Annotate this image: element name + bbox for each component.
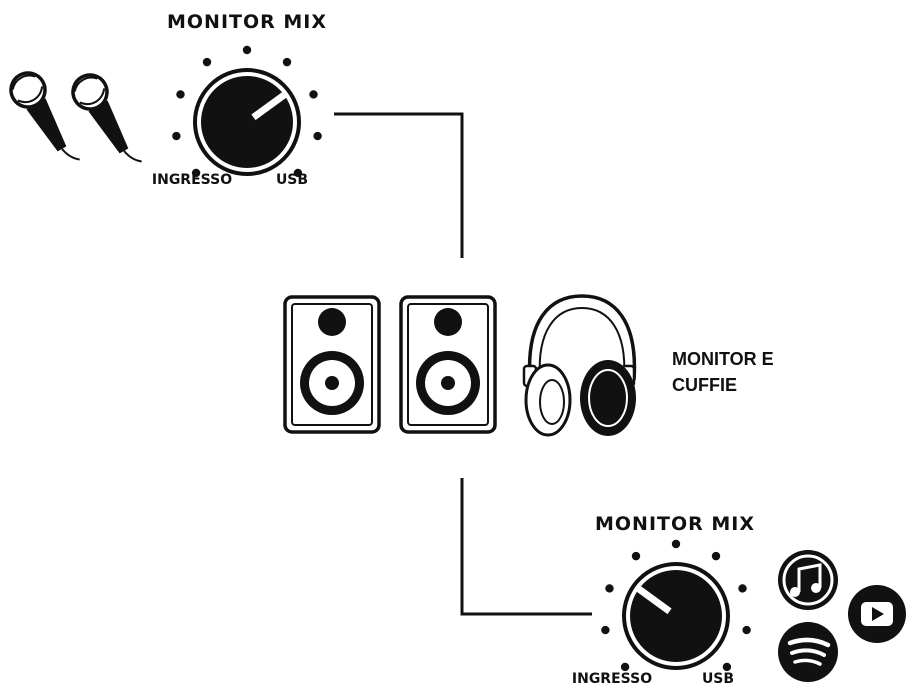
knob-body: [630, 570, 722, 662]
knob-scale-dot: [191, 168, 201, 178]
monitor-mix-knob-bottom[interactable]: [601, 539, 751, 672]
headphones-icon: [522, 294, 637, 437]
microphone-icon: [71, 73, 142, 163]
knob-scale-dot: [711, 551, 721, 561]
bottom-knob-ingresso-label: INGRESSO: [572, 671, 652, 685]
knob-scale-dot: [738, 584, 747, 593]
bottom-knob-title: MONITOR MIX: [595, 513, 755, 535]
monitor-mix-knob-top[interactable]: [172, 45, 322, 178]
knob-body: [201, 76, 293, 168]
knob-scale-dot: [601, 625, 610, 635]
top-knob-title: MONITOR MIX: [167, 11, 327, 33]
spotify-icon: [778, 622, 838, 682]
knob-scale-dot: [309, 90, 318, 99]
knob-scale-dot: [742, 625, 751, 635]
output-label-line1: MONITOR E: [672, 349, 774, 369]
knob-scale-dot: [631, 551, 641, 561]
connector-line-top: [334, 112, 464, 258]
knob-scale-dot: [671, 539, 681, 549]
output-label-line2: CUFFIE: [672, 375, 737, 395]
knob-scale-dot: [176, 90, 185, 99]
knob-scale-dot: [293, 168, 303, 178]
speaker-icon: [283, 295, 381, 434]
knob-pointer: [636, 586, 672, 615]
knob-scale-dot: [313, 131, 322, 141]
knob-pointer: [251, 92, 287, 121]
bottom-knob-usb-label: USB: [702, 671, 734, 685]
knob-scale-dot: [620, 662, 630, 672]
youtube-icon: [848, 585, 906, 643]
knob-scale-dot: [172, 131, 181, 141]
connector-line-bottom: [460, 478, 592, 616]
top-knob-usb-label: USB: [276, 172, 308, 188]
knob-scale-dot: [202, 57, 212, 67]
knob-scale-dot: [242, 45, 252, 55]
knob-scale-dot: [605, 584, 614, 593]
knob-scale-dot: [282, 57, 292, 67]
microphone-icon: [9, 71, 80, 161]
music-note-icon: [778, 550, 838, 610]
knob-scale-dot: [722, 662, 732, 672]
speaker-icon: [399, 295, 497, 434]
top-knob-ingresso-label: INGRESSO: [152, 172, 232, 188]
